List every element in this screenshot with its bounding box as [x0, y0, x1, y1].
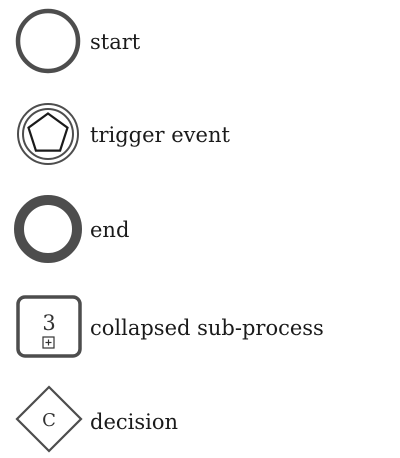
- trigger-event-icon: [17, 103, 79, 165]
- legend-item-decision: C decision: [15, 385, 178, 453]
- collapsed-subprocess-icon: 3: [16, 295, 82, 358]
- legend-label-trigger-event: trigger event: [90, 123, 230, 147]
- legend-label-end: end: [90, 218, 129, 242]
- legend-item-start: start: [15, 8, 141, 74]
- legend-label-collapsed-subprocess: collapsed sub-process: [90, 316, 324, 340]
- subprocess-loop-count: 3: [42, 311, 55, 335]
- expand-plus-icon: [42, 336, 55, 349]
- decision-gateway-icon: C: [15, 385, 83, 453]
- start-event-icon: [15, 8, 81, 74]
- legend-item-end: end: [14, 195, 129, 263]
- pentagon-icon: [27, 112, 69, 152]
- legend-item-collapsed-subprocess: 3 collapsed sub-process: [16, 295, 324, 358]
- legend-label-decision: decision: [90, 410, 178, 434]
- end-event-icon: [14, 195, 82, 263]
- gateway-marker: C: [42, 410, 56, 431]
- legend-item-trigger-event: trigger event: [17, 103, 230, 165]
- legend-label-start: start: [90, 30, 141, 54]
